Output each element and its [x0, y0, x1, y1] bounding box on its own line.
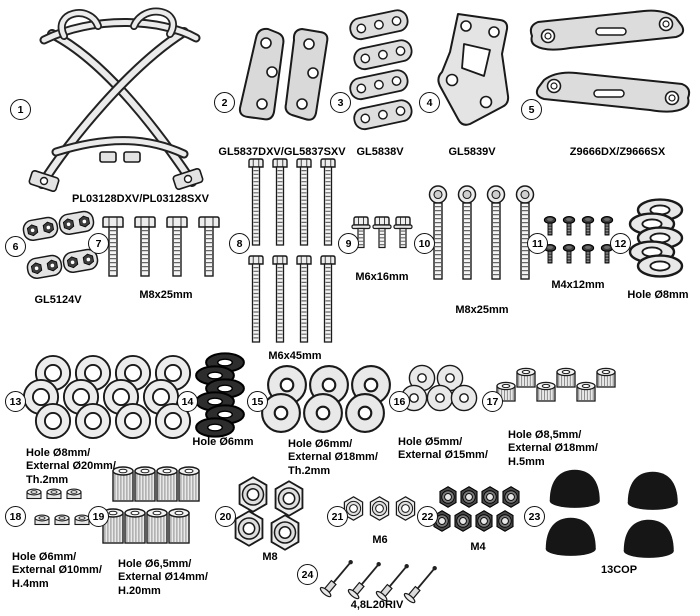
- part-9-label: M6x16mm: [355, 271, 409, 283]
- part-11-badge: 11: [527, 233, 548, 254]
- washer-stack-drawing: [628, 198, 684, 278]
- part-22-label: M4: [470, 541, 486, 553]
- part-4-label: GL5839V: [448, 146, 496, 158]
- side-brackets-drawing: [238, 27, 329, 121]
- short-bolts-drawing: [350, 206, 414, 266]
- socket-bolts-drawing: [428, 184, 536, 288]
- part-8-label: M6x45mm: [268, 350, 322, 362]
- part-7-label: M8x25mm: [139, 289, 193, 301]
- side-arms-drawing: [529, 9, 691, 113]
- part-16-badge: 16: [389, 391, 410, 412]
- hex-bolts-drawing: [102, 212, 230, 282]
- part-1-badge: 1: [10, 99, 31, 120]
- part-12-badge: 12: [610, 233, 631, 254]
- part-1-label: PL03128DXV/PL03128SXV: [72, 193, 209, 205]
- part-3-badge: 3: [330, 92, 351, 113]
- part-4-badge: 4: [419, 92, 440, 113]
- large-washers-drawing: [22, 354, 192, 440]
- long-bolts-drawing: [244, 158, 344, 346]
- knurled-spacers-drawing: [496, 366, 620, 410]
- part-23-badge: 23: [524, 506, 545, 527]
- part-15-label: Hole Ø6mm/ External Ø18mm/ Th.2mm: [288, 438, 378, 477]
- part-6-label: GL5124V: [34, 294, 82, 306]
- small-screws-drawing: [542, 215, 615, 265]
- part-5-badge: 5: [521, 99, 542, 120]
- part-8-badge: 8: [229, 233, 250, 254]
- small-spacers-drawing: [26, 488, 90, 526]
- part-13-label: Hole Ø8mm/ External Ø20mm/ Th.2mm: [26, 447, 116, 486]
- part-17-label: Hole Ø8,5mm/ External Ø18mm/ H.5mm: [508, 429, 598, 468]
- part-14-badge: 14: [177, 391, 198, 412]
- part-24-label: 4,8L20RIV: [350, 599, 404, 611]
- part-18-label: Hole Ø6mm/ External Ø10mm/ H.4mm: [12, 551, 102, 590]
- medium-washers-drawing: [261, 365, 391, 433]
- small-washers-drawing: [400, 364, 478, 412]
- dark-washers-drawing: [195, 352, 245, 438]
- part-17-badge: 17: [482, 391, 503, 412]
- support-plate-drawing: [437, 13, 510, 126]
- part-15-badge: 15: [247, 391, 268, 412]
- part-14-label: Hole Ø6mm: [192, 436, 254, 448]
- part-10-label: M8x25mm: [455, 304, 509, 316]
- part-11-label: M4x12mm: [551, 279, 605, 291]
- part-19-badge: 19: [88, 506, 109, 527]
- part-7-badge: 7: [88, 233, 109, 254]
- nut-plates-drawing: [21, 209, 100, 281]
- tubular-rack-drawing: [28, 7, 204, 193]
- part-21-badge: 21: [327, 506, 348, 527]
- part-2-label: GL5837DXV/GL5837SXV: [218, 146, 346, 158]
- part-9-badge: 9: [338, 233, 359, 254]
- part-20-label: M8: [262, 551, 278, 563]
- part-5-label: Z9666DX/Z9666SX: [569, 146, 666, 158]
- part-23-label: 13COP: [600, 564, 638, 576]
- part-12-label: Hole Ø8mm: [627, 289, 689, 301]
- part-6-badge: 6: [5, 236, 26, 257]
- part-16-label: Hole Ø5mm/ External Ø15mm/: [398, 436, 488, 462]
- part-19-label: Hole Ø6,5mm/ External Ø14mm/ H.20mm: [118, 558, 208, 597]
- part-20-badge: 20: [215, 506, 236, 527]
- part-2-badge: 2: [214, 92, 235, 113]
- part-24-badge: 24: [297, 564, 318, 585]
- m4-nuts-drawing: [433, 486, 520, 532]
- cover-caps-drawing: [545, 469, 678, 558]
- m6-nuts-drawing: [343, 496, 416, 521]
- part-13-badge: 13: [5, 391, 26, 412]
- part-10-badge: 10: [414, 233, 435, 254]
- part-18-badge: 18: [5, 506, 26, 527]
- rivets-drawing: [318, 555, 442, 606]
- part-3-label: GL5838V: [356, 146, 404, 158]
- part-21-label: M6: [372, 534, 388, 546]
- part-22-badge: 22: [417, 506, 438, 527]
- m8-nuts-drawing: [234, 476, 304, 551]
- small-plates-drawing: [349, 9, 413, 131]
